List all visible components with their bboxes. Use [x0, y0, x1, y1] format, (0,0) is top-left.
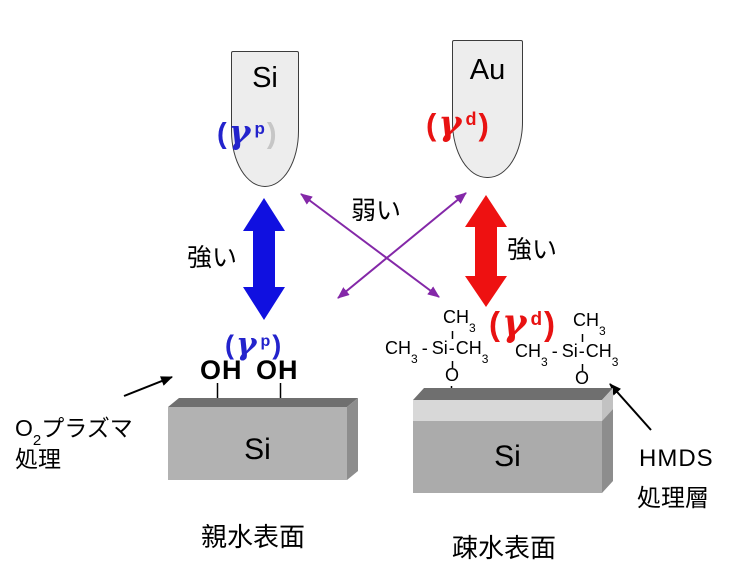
silane1-formula-row: CH3-Si-CH3 [385, 338, 488, 366]
gamma-superscript: p [260, 333, 271, 350]
gamma-close-paren: ) [266, 118, 277, 150]
ch-text: CH [385, 338, 411, 358]
hydrophilic-surface-caption: 親水表面 [201, 522, 306, 552]
left-block-top-face [168, 398, 358, 407]
gamma-close-paren: ) [272, 330, 282, 360]
hmds-label-line1: HMDS [639, 445, 714, 472]
silane2-formula-row: CH3-Si-CH3 [515, 341, 618, 369]
gamma-close-paren: ) [478, 107, 489, 142]
o2-plasma-pointer-arrow [123, 376, 173, 397]
bond-dash: - [551, 341, 558, 361]
hydrophobic-surface-caption: 疎水表面 [452, 533, 557, 563]
gamma-symbol: γ [438, 103, 462, 144]
o2-plasma-text: プラズマ [41, 415, 133, 441]
bond-dash: - [448, 338, 455, 358]
gamma-open-paren: ( [489, 305, 500, 342]
bond-dash: - [578, 341, 585, 361]
probe-tip-au: Au [452, 40, 523, 178]
subscript-3: 3 [599, 323, 606, 338]
right-block-side-face [602, 409, 613, 493]
hmds-label-line2: 処理層 [637, 485, 709, 512]
probe-tip-si: Si [231, 51, 299, 187]
gamma-open-paren: ( [217, 118, 227, 150]
gamma-superscript: p [254, 119, 265, 138]
silane2-oxygen: O [575, 368, 590, 388]
right-block-top-face [413, 388, 613, 400]
o2-subscript: 2 [32, 431, 42, 449]
gamma-open-paren: ( [225, 330, 234, 360]
oh-group-1: OH [200, 355, 243, 385]
subscript-3: 3 [481, 351, 489, 366]
gamma-symbol: γ [228, 112, 251, 151]
right-block-side-band [602, 388, 613, 421]
si-text: Si [561, 341, 578, 361]
gamma-superscript: d [465, 109, 477, 129]
strong-interaction-arrow-red [465, 195, 507, 307]
right-block-front-face [413, 421, 602, 493]
bond-dash: - [421, 338, 428, 358]
o2-plasma-label-line2: 処理 [15, 446, 61, 472]
subscript-3: 3 [541, 354, 548, 369]
subscript-3: 3 [411, 351, 418, 366]
hmds-pointer-arrow [609, 383, 652, 431]
oh-group-2: OH [256, 355, 299, 385]
ch-text: CH [585, 341, 612, 361]
strong-interaction-arrow-blue [243, 198, 285, 320]
si-text: Si [431, 338, 448, 358]
silane1-oxygen: O [445, 365, 460, 385]
o2-element: O [15, 415, 33, 441]
left-block-front-face [168, 407, 347, 480]
probe-tip-au-label: Au [469, 54, 506, 86]
silane2-top-methyl: CH3 [573, 310, 606, 338]
gamma-close-paren: ) [544, 305, 556, 342]
right-block-hmds-band [413, 400, 602, 421]
ch-text: CH [573, 310, 599, 330]
ch-text: CH [455, 338, 482, 358]
left-block-side-face [347, 398, 358, 480]
subscript-3: 3 [611, 354, 619, 369]
right-block-label: Si [494, 440, 521, 473]
weak-label: 弱い [351, 197, 402, 225]
subscript-3: 3 [469, 320, 476, 335]
strong-label-left: 強い [187, 244, 238, 272]
left-block-label: Si [244, 433, 271, 466]
probe-tip-si-label: Si [252, 62, 278, 94]
gamma-open-paren: ( [426, 107, 437, 142]
gamma-symbol: γ [236, 326, 257, 362]
o2-plasma-label-line1: O2プラズマ [15, 409, 133, 449]
gamma-superscript: d [530, 309, 543, 330]
strong-label-right: 強い [507, 236, 558, 264]
ch-text: CH [515, 341, 541, 361]
ch-text: CH [443, 307, 469, 327]
gamma-symbol: γ [502, 300, 527, 344]
silane1-top-methyl: CH3 [443, 307, 476, 335]
